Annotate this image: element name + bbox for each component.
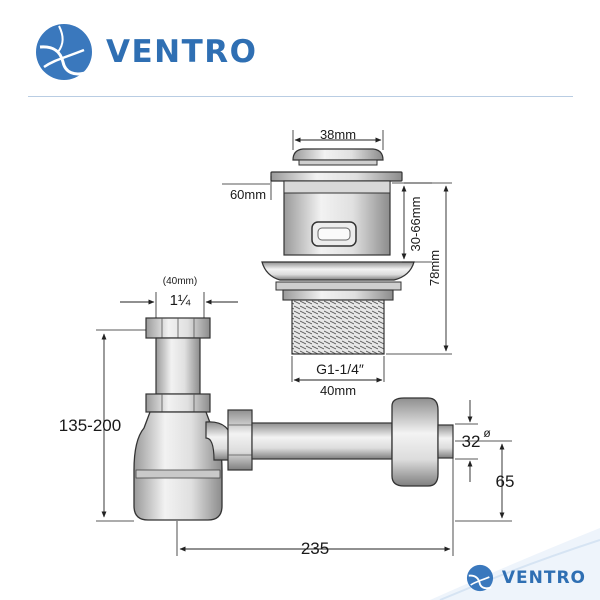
valve-clamp-range-label: 30-66mm <box>408 197 423 252</box>
valve-thread <box>291 299 385 355</box>
valve-dimensions: 38mm 60mm 30-66mm 78mm G1-1/4″ 40mm <box>222 127 452 398</box>
brand-name-bottom: VENTRO <box>501 568 586 588</box>
valve-cap-width-label: 38mm <box>320 127 356 142</box>
bottle-siphon <box>133 317 454 521</box>
ventro-globe-icon <box>36 24 92 80</box>
siphon-length-label: 235 <box>301 539 329 558</box>
valve-flange-label: 60mm <box>230 187 266 202</box>
brand-logo-bottom: VENTRO <box>466 564 586 592</box>
valve-body-ring <box>283 180 391 194</box>
valve-total-height-label: 78mm <box>427 250 442 286</box>
valve-nut <box>282 289 394 301</box>
siphon-inlet-size-label: 1¼ <box>170 292 191 309</box>
valve-cap-neck <box>298 159 378 166</box>
header-divider <box>28 96 573 97</box>
siphon-dimensions: (40mm) 1¼ 135-200 32 ø 65 235 <box>59 276 515 558</box>
brand-logo-top: VENTRO <box>34 22 257 82</box>
siphon-inlet-tube <box>155 337 201 395</box>
valve-washer <box>275 281 402 291</box>
siphon-outlet-diameter-label: 32 <box>462 432 481 451</box>
siphon-wall-rosette <box>391 397 439 487</box>
siphon-inlet-note-label: (40mm) <box>163 276 197 287</box>
brand-name: VENTRO <box>106 34 258 70</box>
siphon-outlet-nut <box>227 409 253 471</box>
siphon-height-range-label: 135-200 <box>59 416 121 435</box>
siphon-middle-nut <box>145 393 211 413</box>
siphon-elbow <box>205 421 233 461</box>
siphon-outlet-tube <box>251 422 393 460</box>
valve-cap <box>292 148 384 161</box>
diameter-symbol-label: ø <box>483 426 491 440</box>
sink-bowl-section <box>261 261 415 281</box>
ventro-globe-icon <box>466 564 493 592</box>
siphon-outlet-height-label: 65 <box>496 472 515 491</box>
valve-upper-flange <box>270 171 403 182</box>
siphon-pipe-end <box>437 424 454 459</box>
drain-valve <box>261 148 415 355</box>
valve-thread-label: G1-1/4″ <box>316 361 364 377</box>
valve-thread-width-label: 40mm <box>320 383 356 398</box>
